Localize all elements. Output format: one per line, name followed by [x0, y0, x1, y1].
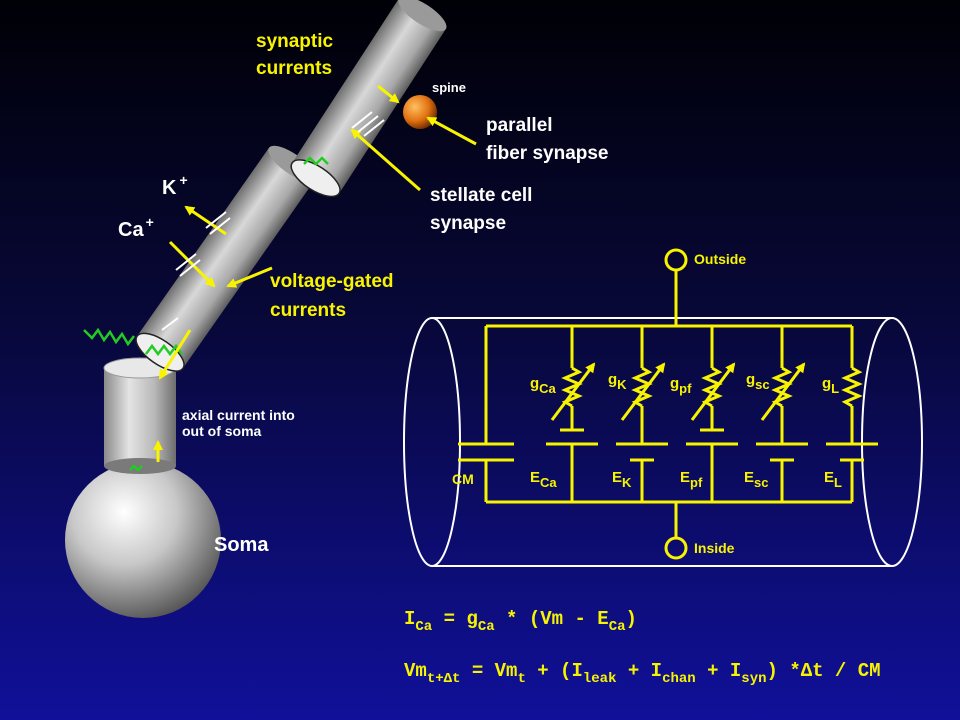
cm-branch — [458, 326, 514, 502]
label-ca-ion: Ca+ — [118, 214, 154, 241]
label-inside: Inside — [694, 540, 735, 556]
label-k-ion: K+ — [162, 172, 188, 199]
membrane-cylinder — [403, 317, 923, 567]
label-currents-bottom: currents — [270, 300, 346, 321]
soma-cylinder — [103, 357, 177, 474]
label-parallel: parallel — [486, 115, 553, 136]
channel-ticks — [161, 111, 385, 331]
arrow-voltage-gated — [226, 266, 273, 288]
branch-pf — [686, 326, 738, 502]
label-g-k: gK — [608, 371, 627, 392]
arrow-parallel-fiber — [426, 116, 477, 146]
label-voltage-gated: voltage-gated — [270, 271, 394, 292]
arrow-axial-cyl — [158, 329, 192, 380]
label-cm: CM — [452, 471, 474, 487]
label-stellate-synapse: synapse — [430, 213, 506, 234]
wiggle-left — [83, 327, 135, 347]
wiggle-top — [303, 156, 329, 166]
label-outside: Outside — [694, 251, 746, 267]
branch-sc — [756, 326, 808, 502]
label-spine: spine — [432, 80, 466, 95]
label-fiber-synapse: fiber synapse — [486, 143, 609, 164]
spine-ball — [403, 95, 437, 129]
label-soma: Soma — [214, 534, 269, 556]
label-currents-top: currents — [256, 58, 332, 79]
arrow-synaptic — [377, 84, 400, 104]
arrow-k — [184, 205, 227, 236]
label-axial-2: out of soma — [182, 423, 262, 439]
label-g-pf: gpf — [670, 375, 692, 396]
dendrite-cylinder-2 — [290, 0, 447, 198]
branch-k — [616, 326, 668, 502]
label-g-sc: gsc — [746, 371, 770, 392]
label-e-ca: ECa — [530, 469, 557, 490]
label-e-sc: Esc — [744, 469, 768, 490]
label-g-ca: gCa — [530, 375, 557, 396]
label-e-k: EK — [612, 469, 632, 490]
soma-sphere — [65, 462, 221, 618]
current-wiggles — [83, 156, 329, 472]
equation-vm: Vmt+Δt = Vmt + (Ileak + Ichan + Isyn) *Δ… — [404, 660, 881, 687]
branch-ca — [546, 326, 598, 502]
inside-terminal — [664, 536, 688, 560]
arrow-ca — [168, 240, 216, 288]
circuit-wires — [458, 248, 878, 560]
wiggle-bottom — [129, 464, 143, 472]
outside-terminal — [664, 248, 688, 272]
branch-l — [826, 326, 878, 502]
arrow-stellate — [350, 128, 421, 192]
equation-ica: ICa = gCa * (Vm - ECa) — [404, 608, 637, 635]
label-stellate-cell: stellate cell — [430, 185, 532, 206]
wiggle-mid — [145, 343, 183, 357]
label-g-l: gL — [822, 375, 839, 396]
label-synaptic: synaptic — [256, 31, 334, 52]
label-e-l: EL — [824, 469, 842, 490]
label-axial-1: axial current into — [182, 407, 295, 423]
dendrite-cylinder-1 — [135, 145, 316, 372]
neuron-arrows — [153, 84, 477, 462]
label-e-pf: Epf — [680, 469, 703, 490]
